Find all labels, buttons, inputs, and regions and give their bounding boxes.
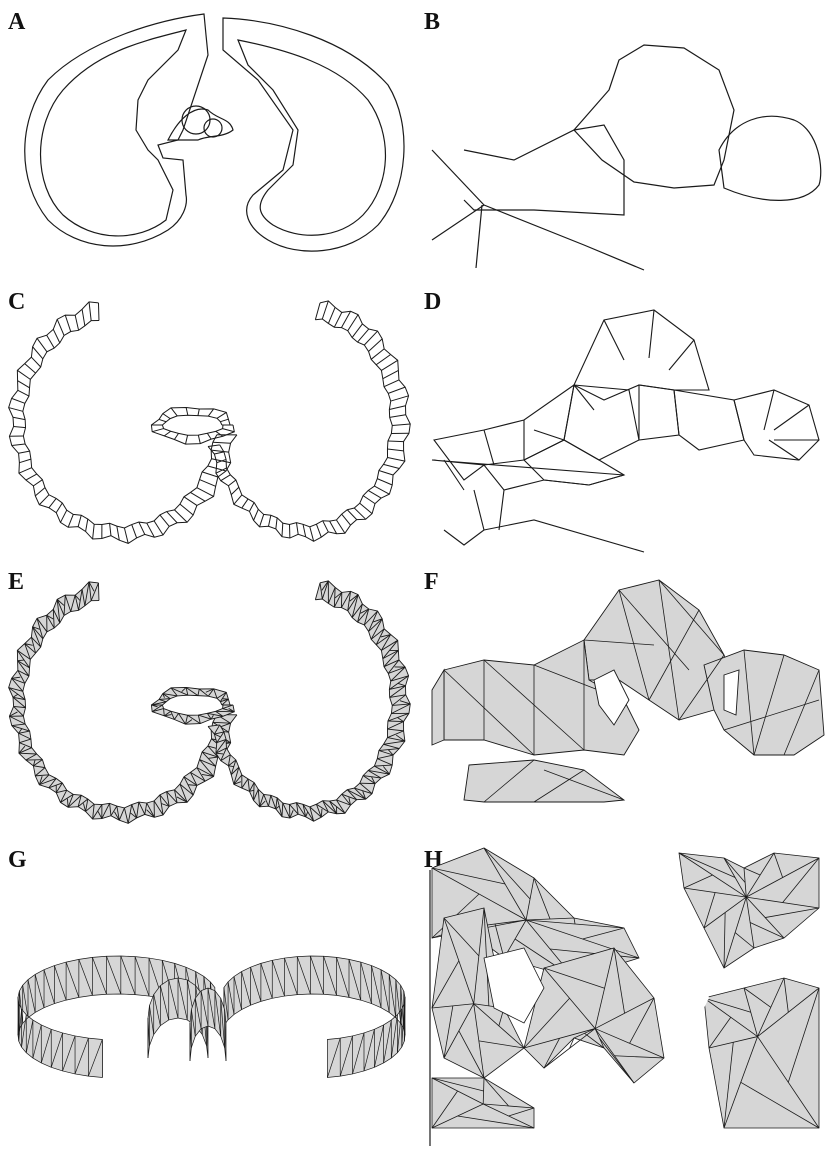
extruded-3d-mesh-figure [8,848,408,1118]
panel-h: H [424,848,824,1118]
lung-contours-figure [8,10,408,280]
panel-a: A [8,10,408,280]
panel-d: D [424,290,824,560]
zoomed-right-loop-contour [719,116,821,200]
zoomed-triangle-mesh-figure [424,570,824,840]
mediastinum-contour [168,109,233,140]
left-lung-inner-contour [41,30,187,236]
panel-c: C [8,290,408,560]
zoomed-3d-mesh-figure [424,848,824,1118]
panel-b: B [424,10,824,280]
panel-e: E [8,570,408,840]
panel-f: F [424,570,824,840]
zoomed-circle-contour [574,45,734,188]
right-lung-outer-contour [223,18,404,251]
zoomed-hole-right [724,670,739,715]
left-lung-outer-contour [25,14,208,246]
right-lung-inner-contour [238,40,385,235]
panel-g: G [8,848,408,1118]
zoomed-diagonal-contour [464,125,624,215]
triangle-mesh-figure [8,570,408,840]
zoomed-quad-mesh-figure [424,290,824,560]
quad-mesh-figure [8,290,408,560]
zoomed-contours-figure [424,10,824,280]
